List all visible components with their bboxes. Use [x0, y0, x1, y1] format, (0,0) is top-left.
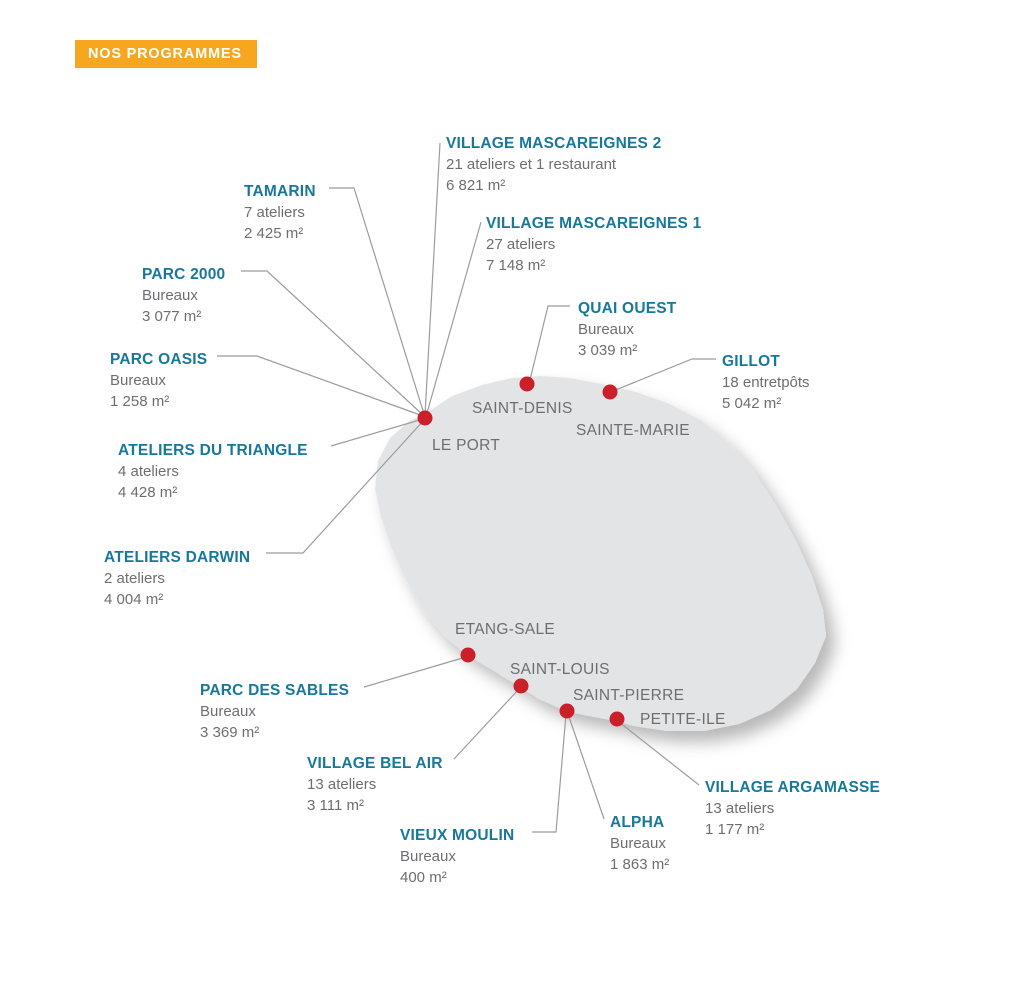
program-title: PARC OASIS [110, 351, 208, 368]
program-detail: 27 ateliers [486, 236, 556, 253]
city-label-le-port: LE PORT [432, 437, 501, 454]
program-parc-2000: PARC 2000 Bureaux 3 077 m² [142, 264, 225, 327]
program-detail: 1 863 m² [610, 856, 670, 873]
program-detail: 7 ateliers [244, 204, 305, 221]
map-dot-le-port [417, 410, 433, 426]
city-label-petite-ile: PETITE-ILE [640, 711, 726, 728]
program-detail: 18 entretpôts [722, 374, 810, 391]
city-label-etang-sale: ETANG-SALE [455, 621, 556, 638]
program-title: ALPHA [610, 814, 665, 831]
program-ateliers-darwin: ATELIERS DARWIN 2 ateliers 4 004 m² [104, 547, 250, 610]
program-title: PARC 2000 [142, 266, 226, 283]
program-alpha: ALPHA Bureaux 1 863 m² [610, 812, 669, 875]
program-village-argamasse: VILLAGE ARGAMASSE 13 ateliers 1 177 m² [705, 777, 880, 840]
program-detail: 13 ateliers [705, 800, 775, 817]
program-quai-ouest: QUAI OUEST Bureaux 3 039 m² [578, 298, 676, 361]
program-title: TAMARIN [244, 183, 316, 200]
program-detail: 1 258 m² [110, 393, 170, 410]
leader-ateliers-du-triangle [330, 418, 424, 447]
program-title: VILLAGE MASCAREIGNES 1 [486, 215, 702, 232]
leader-village-mascareignes-2 [424, 142, 441, 416]
program-detail: 7 148 m² [486, 257, 546, 274]
program-parc-des-sables: PARC DES SABLES Bureaux 3 369 m² [200, 680, 349, 743]
program-title: VILLAGE MASCAREIGNES 2 [446, 135, 662, 152]
map-dot-petite-ile [609, 711, 625, 727]
program-village-mascareignes-1: VILLAGE MASCAREIGNES 1 27 ateliers 7 148… [486, 213, 701, 276]
city-label-saint-louis: SAINT-LOUIS [510, 661, 610, 678]
program-detail: 4 004 m² [104, 591, 164, 608]
program-detail: 3 039 m² [578, 342, 638, 359]
programs-badge: NOS PROGRAMMES [75, 40, 257, 68]
program-title: PARC DES SABLES [200, 682, 350, 699]
program-detail: 3 111 m² [307, 797, 364, 814]
program-detail: Bureaux [610, 835, 666, 852]
program-parc-oasis: PARC OASIS Bureaux 1 258 m² [110, 349, 207, 412]
leader-parc-des-sables [363, 656, 467, 688]
map-dot-saint-pierre [559, 703, 575, 719]
program-village-bel-air: VILLAGE BEL AIR 13 ateliers 3 111 m² [307, 753, 443, 816]
leader-quai-ouest [528, 305, 570, 385]
map-dot-saint-louis [513, 678, 529, 694]
leader-vieux-moulin [532, 713, 567, 833]
leader-tamarin [329, 187, 425, 415]
leader-ateliers-darwin [266, 419, 425, 554]
program-detail: Bureaux [110, 372, 166, 389]
program-title: ATELIERS DARWIN [104, 549, 251, 566]
program-detail: 2 ateliers [104, 570, 165, 587]
program-detail: 6 821 m² [446, 177, 506, 194]
program-title: VILLAGE ARGAMASSE [705, 779, 881, 796]
program-detail: Bureaux [200, 703, 256, 720]
program-detail: 4 ateliers [118, 463, 179, 480]
program-title: GILLOT [722, 353, 781, 370]
program-vieux-moulin: VIEUX MOULIN Bureaux 400 m² [400, 825, 514, 888]
city-label-sainte-marie: SAINTE-MARIE [576, 422, 690, 439]
leader-village-mascareignes-1 [426, 221, 482, 414]
program-title: VIEUX MOULIN [400, 827, 515, 844]
program-detail: 4 428 m² [118, 484, 178, 501]
leader-alpha [567, 713, 605, 820]
city-label-saint-pierre: SAINT-PIERRE [573, 687, 685, 704]
program-gillot: GILLOT 18 entretpôts 5 042 m² [722, 351, 810, 414]
leader-parc-oasis [217, 355, 424, 417]
program-detail: Bureaux [578, 321, 634, 338]
program-detail: 3 369 m² [200, 724, 260, 741]
program-ateliers-du-triangle: ATELIERS DU TRIANGLE 4 ateliers 4 428 m² [118, 440, 308, 503]
badge-label: NOS PROGRAMMES [88, 46, 242, 62]
leader-village-bel-air [453, 688, 520, 760]
program-detail: 400 m² [400, 869, 447, 886]
map-dot-sainte-marie [602, 384, 618, 400]
program-detail: 2 425 m² [244, 225, 304, 242]
leader-lines [217, 142, 716, 833]
leader-parc-2000 [241, 270, 424, 416]
city-label-saint-denis: SAINT-DENIS [472, 400, 573, 417]
program-detail: 5 042 m² [722, 395, 782, 412]
program-detail: Bureaux [400, 848, 456, 865]
program-village-mascareignes-2: VILLAGE MASCAREIGNES 2 21 ateliers et 1 … [446, 133, 661, 196]
program-detail: Bureaux [142, 287, 198, 304]
leader-gillot [612, 358, 716, 392]
leader-village-argamasse [618, 721, 700, 786]
program-detail: 21 ateliers et 1 restaurant [446, 156, 617, 173]
program-detail: 13 ateliers [307, 776, 377, 793]
program-tamarin: TAMARIN 7 ateliers 2 425 m² [244, 181, 316, 244]
program-detail: 1 177 m² [705, 821, 765, 838]
island-shape [375, 376, 826, 731]
map-dot-etang-sale [460, 647, 476, 663]
program-detail: 3 077 m² [142, 308, 202, 325]
program-title: ATELIERS DU TRIANGLE [118, 442, 308, 459]
program-title: QUAI OUEST [578, 300, 677, 317]
program-title: VILLAGE BEL AIR [307, 755, 443, 772]
map-dots [417, 376, 625, 727]
map-dot-saint-denis [519, 376, 535, 392]
